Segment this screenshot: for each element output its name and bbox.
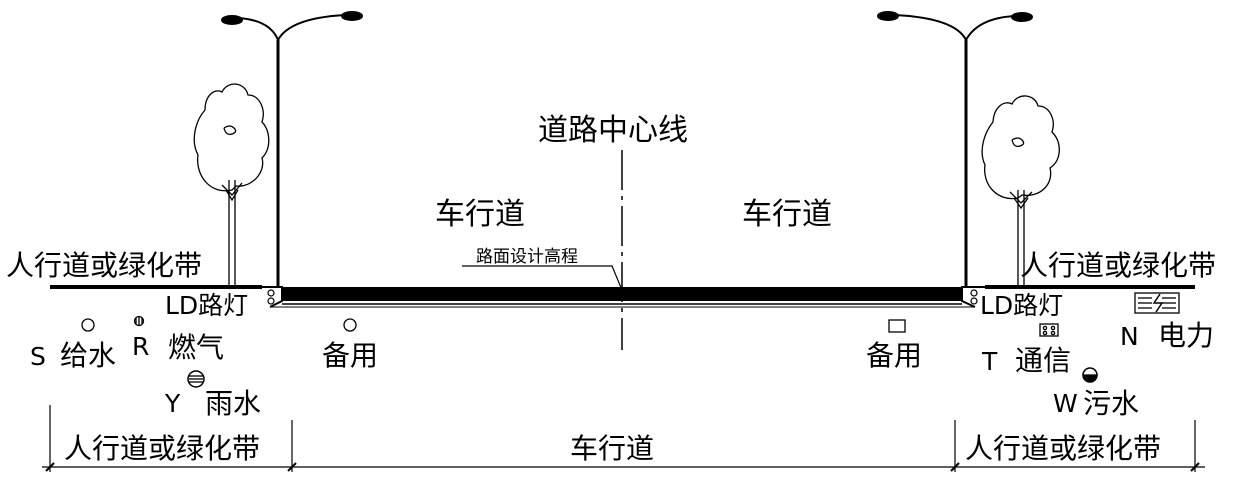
telecom-duct-icon xyxy=(1039,323,1059,337)
dimension-slash-2 xyxy=(287,462,297,472)
telecom-code-label: T xyxy=(981,347,998,376)
water-code-label: S xyxy=(30,342,46,371)
water-label: 给水 xyxy=(60,339,116,372)
carriageway-left-label: 车行道 xyxy=(435,197,525,232)
carriageway-right-label: 车行道 xyxy=(742,197,832,232)
pavement xyxy=(262,286,985,308)
right-curb xyxy=(961,286,985,308)
right-tree-detail xyxy=(1011,137,1025,148)
dimension-slash-1 xyxy=(45,462,55,472)
dimension-slash-4 xyxy=(1190,462,1200,472)
left-lamp-arm-left xyxy=(237,17,279,41)
right-tree-crown xyxy=(981,95,1060,200)
power-label: 电力 xyxy=(1158,319,1214,352)
dimension-center-label: 车行道 xyxy=(570,432,654,465)
left-tree-branches xyxy=(221,182,243,202)
power-code-label: N xyxy=(1120,322,1139,351)
rain-code-label: Y xyxy=(164,389,181,418)
dimension-right-label: 人行道或绿化带 xyxy=(965,432,1161,465)
gas-pipe-icon xyxy=(133,315,145,327)
left-lamp-head-left xyxy=(221,15,243,25)
sidewalk-right-top-label: 人行道或绿化带 xyxy=(1020,249,1216,282)
spare-right-icon xyxy=(888,319,906,333)
left-curb xyxy=(262,286,283,308)
gas-label: 燃气 xyxy=(168,331,224,364)
left-street-lamp xyxy=(221,11,363,287)
sewage-pipe-icon xyxy=(1082,367,1098,383)
power-duct-icon xyxy=(1134,292,1180,314)
spare-right-label: 备用 xyxy=(866,339,922,372)
spare-left-icon xyxy=(343,318,357,332)
design-elevation-label: 路面设计高程 xyxy=(476,247,578,267)
left-tree-detail xyxy=(223,125,237,136)
left-lamp-head-right xyxy=(341,11,363,21)
center-line-label: 道路中心线 xyxy=(538,113,688,148)
right-lamp-arm-right xyxy=(965,15,1016,41)
rain-label: 雨水 xyxy=(205,387,261,420)
right-lamp-arm-left xyxy=(894,14,967,41)
dimension-left-label: 人行道或绿化带 xyxy=(64,432,260,465)
gas-code-label: R xyxy=(132,332,149,361)
sewage-label: 污水 xyxy=(1083,387,1139,420)
left-tree xyxy=(193,83,270,287)
sidewalk-left-top-label: 人行道或绿化带 xyxy=(6,249,202,282)
left-lamp-arm-right xyxy=(277,14,346,41)
utility-symbols xyxy=(81,292,1180,388)
right-tree xyxy=(981,95,1060,287)
water-pipe-icon xyxy=(81,318,95,332)
right-lamp-head-right xyxy=(1011,12,1033,22)
telecom-label: 通信 xyxy=(1015,344,1071,377)
sewage-code-label: W xyxy=(1053,389,1078,418)
rain-pipe-icon xyxy=(187,370,205,388)
left-tree-crown xyxy=(193,83,270,192)
streetlight-left-label: LD路灯 xyxy=(165,291,248,320)
left-light-conduit xyxy=(267,289,275,297)
dimension-slash-3 xyxy=(950,462,960,472)
left-light-conduit-2 xyxy=(267,297,275,305)
right-street-lamp xyxy=(877,11,1033,287)
streetlight-right-label: LD路灯 xyxy=(980,291,1063,320)
right-tree-branches xyxy=(1009,191,1033,210)
dimension-line-group xyxy=(42,405,1205,472)
design-elevation-leader xyxy=(462,265,623,291)
spare-left-label: 备用 xyxy=(322,339,378,372)
right-light-conduit xyxy=(970,289,978,297)
text-labels: 道路中心线 车行道 车行道 路面设计高程 人行道或绿化带 人行道或绿化带 LD路… xyxy=(6,113,1216,465)
right-lamp-head-left xyxy=(877,11,899,21)
right-light-conduit-2 xyxy=(970,297,978,305)
